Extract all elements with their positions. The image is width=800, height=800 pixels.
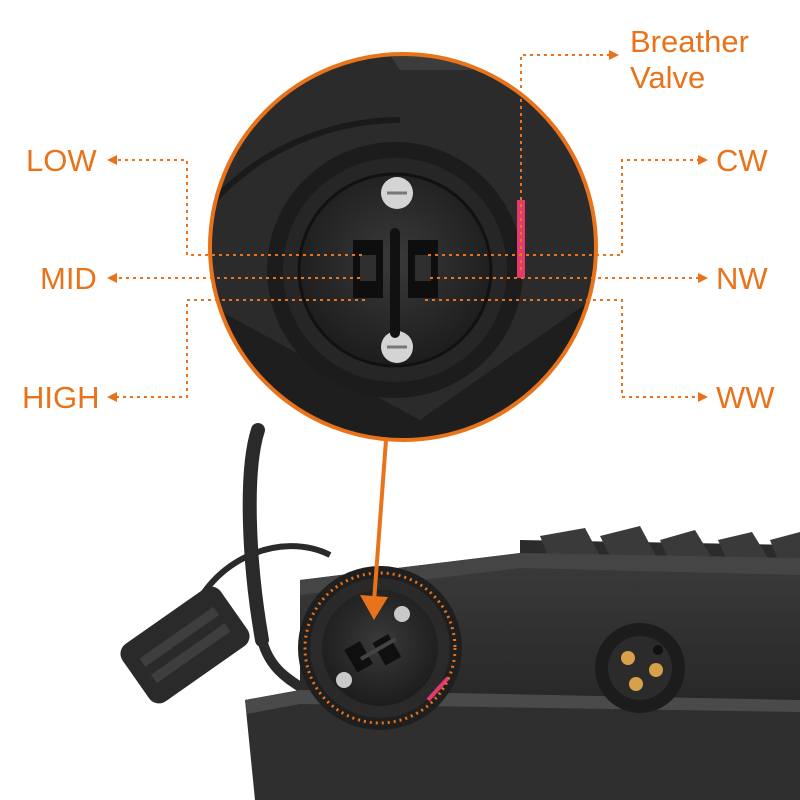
arrow-icon [360,595,388,620]
connector-socket-icon [298,566,462,730]
label-cw: CW [716,143,768,178]
label-mid: MID [40,261,97,296]
label-breather-line2: Valve [630,60,706,95]
screw-icon [381,331,413,363]
callout-lines [107,50,708,402]
callout-breather-valve [520,50,619,270]
label-low: LOW [26,143,97,178]
callout-cw [428,155,708,256]
screw-icon [394,606,410,622]
label-ww: WW [716,380,775,415]
zoom-connector-arrow [360,439,388,620]
label-breather-line1: Breather [630,24,749,59]
socket-highlight-ring [303,571,457,725]
screw-icon [381,177,413,209]
label-high: HIGH [22,380,100,415]
screw-icon [336,672,352,688]
rubber-cap [120,543,332,704]
breather-valve-icon [426,676,450,702]
label-nw: NW [716,261,768,296]
callout-high [107,299,365,402]
three-pin-connector-icon [595,623,685,713]
zoom-circle [208,52,598,442]
callout-ww [425,299,708,402]
light-fixture-body [120,423,800,800]
